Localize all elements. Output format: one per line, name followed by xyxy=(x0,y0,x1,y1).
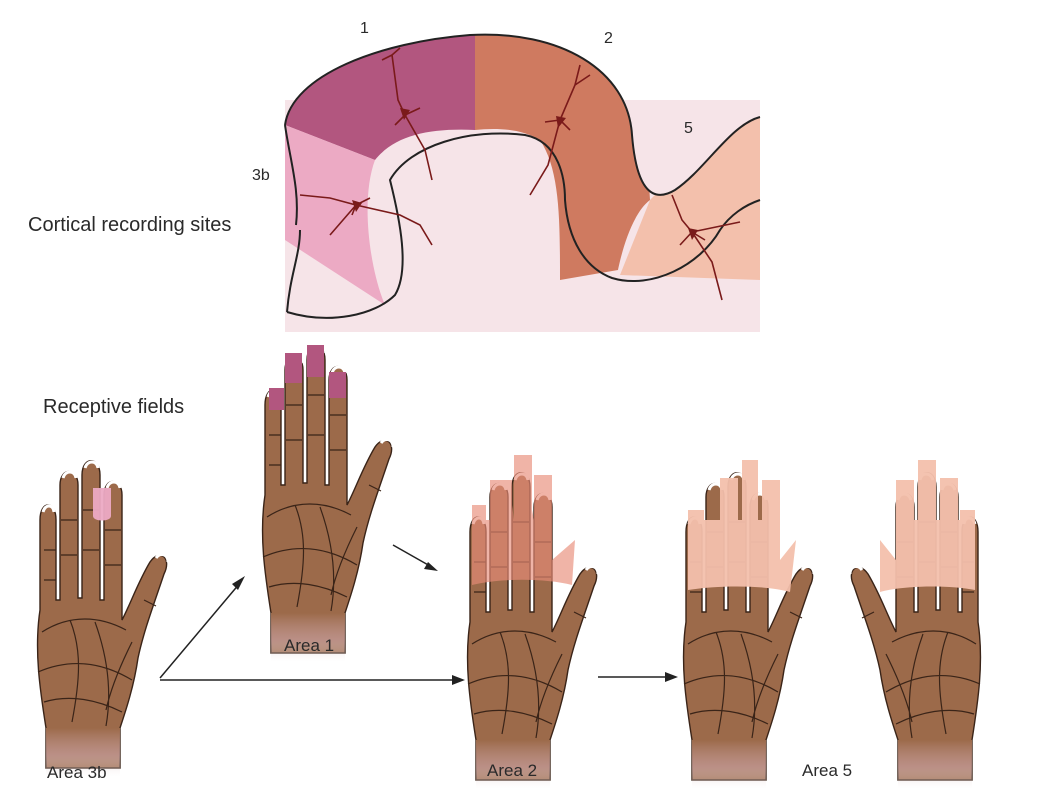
hand-area-3b xyxy=(36,459,170,780)
cortex-label-area-2: 2 xyxy=(604,30,613,47)
receptive-fields-label: Receptive fields xyxy=(43,396,185,418)
hand-area-2 xyxy=(466,455,600,792)
hand-label-area-1: Area 1 xyxy=(284,636,335,655)
cortex-label-area-1: 1 xyxy=(360,20,369,37)
hand-area-5-left xyxy=(848,460,982,792)
receptive-field-3b xyxy=(93,488,111,521)
cortical-recording-sites-label: Cortical recording sites xyxy=(28,214,232,236)
hand-area-5-right xyxy=(682,460,816,792)
hand-label-area-3b: Area 3b xyxy=(47,763,107,782)
hand-label-area-2: Area 2 xyxy=(487,761,538,780)
cortex-label-area-5: 5 xyxy=(684,120,693,137)
cortex-label-area-3b: 3b xyxy=(252,167,270,184)
hand-label-area-5: Area 5 xyxy=(802,761,853,780)
hand-area-1 xyxy=(261,344,395,665)
pathway-arrows xyxy=(159,544,678,685)
cortex-section xyxy=(284,33,761,332)
